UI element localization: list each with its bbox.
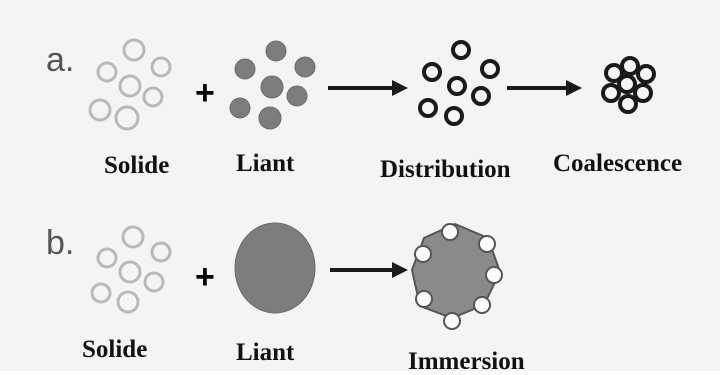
plus-sign-a: + [195,74,215,112]
label-distribution: Distribution [380,156,511,183]
distribution-particles [418,40,500,126]
plus-sign-b: + [195,258,215,296]
label-liant-b: Liant [236,339,295,366]
binder-particles-a [229,40,316,130]
solid-particles-a [88,38,172,131]
immersion-granule [410,222,503,330]
label-solide-b: Solide [82,336,148,363]
label-liant-a: Liant [236,150,295,177]
arrow-a1 [328,80,408,96]
label-solide-a: Solide [104,152,170,179]
binder-droplet [234,222,316,314]
label-coalescence: Coalescence [553,150,683,177]
row-b-letter: b. [46,224,75,262]
row-a-letter: a. [46,41,75,79]
coalescence-cluster [601,56,656,114]
solid-particles-b [90,225,172,314]
arrow-b [330,262,408,278]
arrow-a2 [507,80,582,96]
label-immersion: Immersion [408,348,525,375]
